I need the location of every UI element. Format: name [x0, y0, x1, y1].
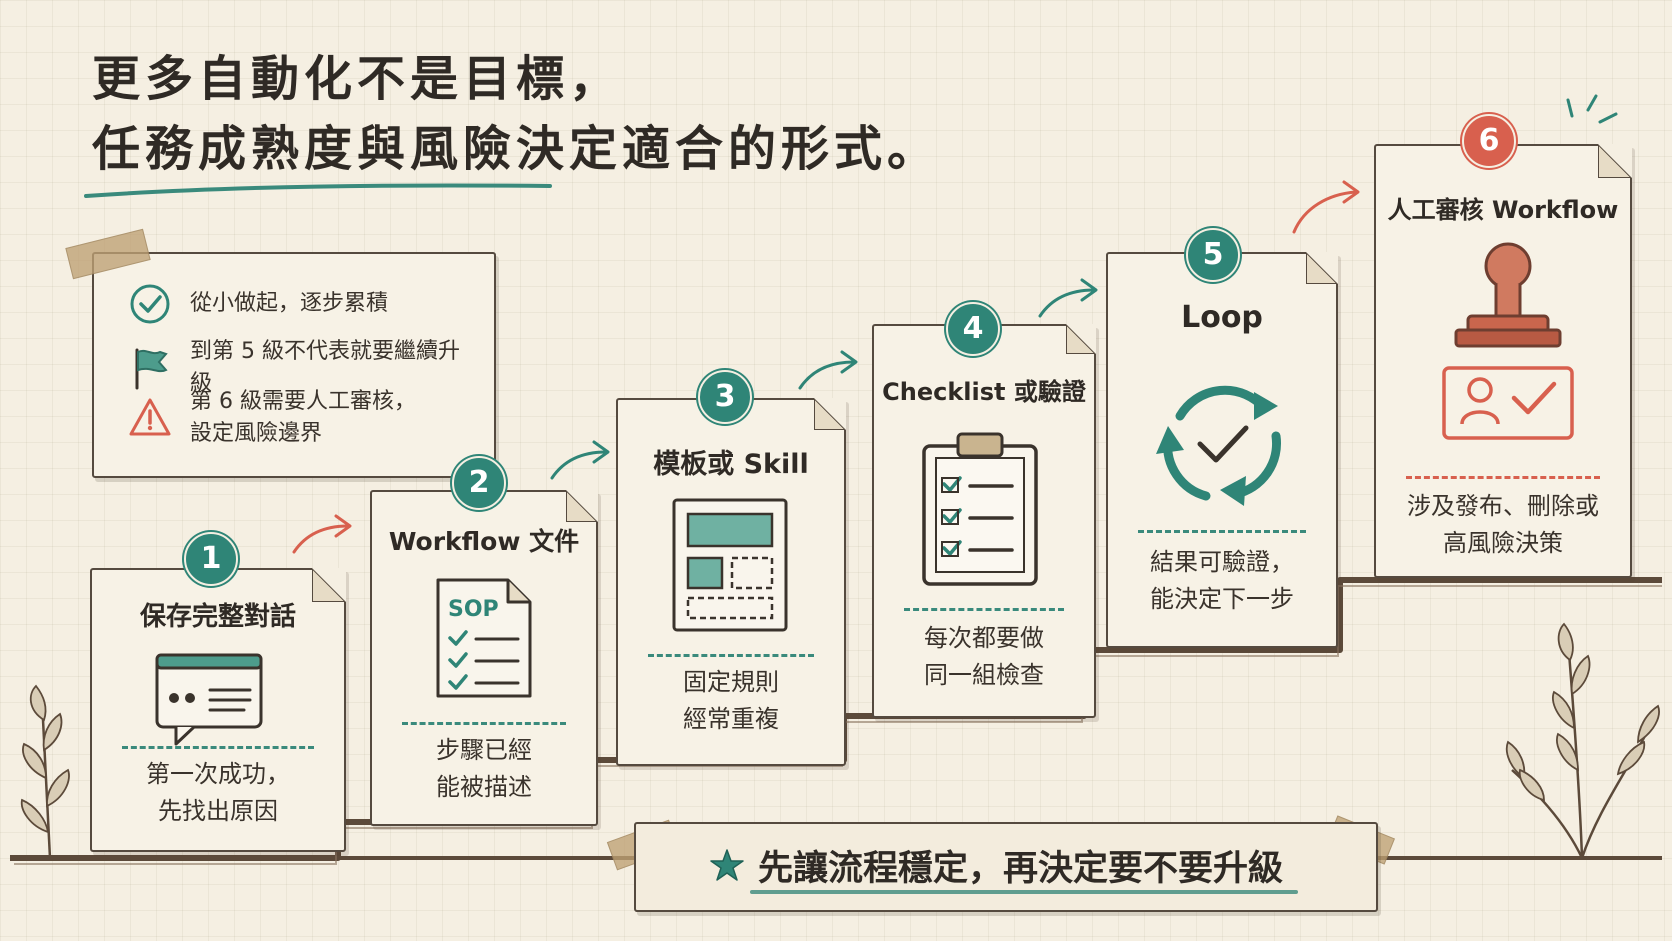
folded-corner [312, 568, 346, 602]
folded-corner [814, 398, 846, 430]
sop-label: SOP [448, 597, 499, 622]
headline-underline [84, 183, 552, 198]
summary-underline [750, 890, 1298, 894]
star-icon [710, 849, 744, 881]
highlight-marks [1566, 94, 1618, 124]
loop-check-icon [1156, 385, 1281, 506]
stage-title-6: 人工審核 Workflow [1387, 196, 1619, 224]
note-text-3b: 設定風險邊界 [190, 421, 323, 446]
folded-corner [1306, 252, 1338, 284]
clipboard-checklist-icon [922, 432, 1038, 586]
note-text-3a: 第 6 級需要人工審核， [190, 389, 416, 414]
stage-card-3: 模板或 Skill 固定規則 經常重複 [616, 398, 846, 766]
stage-number-3: 3 [698, 370, 752, 424]
arrow-2-to-3 [550, 440, 610, 480]
stage-card-1: 保存完整對話 第一次成功， 先找出原因 [90, 568, 346, 852]
headline-line-1: 更多自動化不是目標， [92, 51, 623, 107]
plant-right-icon [1505, 622, 1660, 859]
sop-document-icon: SOP [436, 578, 532, 698]
folded-corner [1066, 324, 1096, 354]
stage-number-2: 2 [452, 456, 506, 510]
stage-title-1: 保存完整對話 [139, 602, 296, 632]
stage-number-4: 4 [946, 302, 1000, 356]
stage-number-6: 6 [1462, 114, 1516, 168]
stage-card-4: Checklist 或驗證 每次都要做 同一組檢查 [872, 324, 1096, 718]
approval-stamp-icon [1442, 242, 1574, 440]
arrow-3-to-4 [798, 350, 858, 390]
stage-title-5: Loop [1181, 300, 1263, 335]
stage-title-2: Workflow 文件 [388, 527, 580, 556]
divider [402, 722, 566, 725]
stage-desc-3: 固定規則 經常重複 [683, 668, 779, 733]
summary-banner: 先讓流程穩定，再決定要不要升級 [634, 822, 1378, 912]
divider [1406, 476, 1600, 479]
folded-corner [1598, 144, 1632, 178]
stage-desc-4: 每次都要做 同一組檢查 [924, 624, 1044, 689]
stage-desc-1: 第一次成功， 先找出原因 [146, 760, 290, 825]
warning-triangle-icon [129, 398, 171, 436]
divider [904, 608, 1064, 611]
template-layout-icon [672, 498, 788, 632]
note-item-start-small: 從小做起，逐步累積 [128, 282, 478, 326]
note-item-level-6: 第 6 級需要人工審核， 設定風險邊界 [128, 386, 478, 450]
stage-title-3: 模板或 Skill [653, 449, 809, 480]
check-circle-icon [130, 284, 170, 324]
stage-card-2: Workflow 文件 SOP 步驟已經 能被描述 [370, 490, 598, 826]
stage-number-1: 1 [184, 532, 238, 586]
stage-title-4: Checklist 或驗證 [882, 378, 1086, 406]
note-item-level-5: 到第 5 級不代表就要繼續升級 [128, 336, 478, 400]
arrow-1-to-2 [292, 514, 352, 554]
divider [648, 654, 814, 657]
flag-icon [135, 348, 168, 390]
stage-number-5: 5 [1186, 228, 1240, 282]
divider [1138, 530, 1306, 533]
principles-note: 從小做起，逐步累積 到第 5 級不代表就要繼續升級 第 6 級需要人工審核， 設… [92, 252, 496, 478]
arrow-5-to-6 [1292, 180, 1360, 234]
stage-card-6: 人工審核 Workflow 涉及發布、刪除或 高風險決策 [1374, 144, 1632, 578]
folded-corner [566, 490, 598, 522]
plant-left-icon [20, 684, 70, 859]
headline-line-2: 任務成熟度與風險決定適合的形式。 [92, 121, 941, 177]
arrow-4-to-5 [1038, 278, 1098, 318]
stage-card-5: Loop 結果可驗證， 能決定下一步 [1106, 252, 1338, 648]
divider [122, 746, 314, 749]
stage-desc-6: 涉及發布、刪除或 高風險決策 [1407, 492, 1599, 557]
stage-desc-5: 結果可驗證， 能決定下一步 [1150, 548, 1294, 613]
note-text-1: 從小做起，逐步累積 [190, 291, 389, 316]
summary-text: 先讓流程穩定，再決定要不要升級 [758, 849, 1284, 889]
chat-window-icon [155, 653, 263, 746]
note-text-2: 到第 5 級不代表就要繼續升級 [190, 339, 460, 396]
headline: 更多自動化不是目標， 任務成熟度與風險決定適合的形式。 [92, 44, 940, 184]
stage-desc-2: 步驟已經 能被描述 [436, 736, 532, 801]
